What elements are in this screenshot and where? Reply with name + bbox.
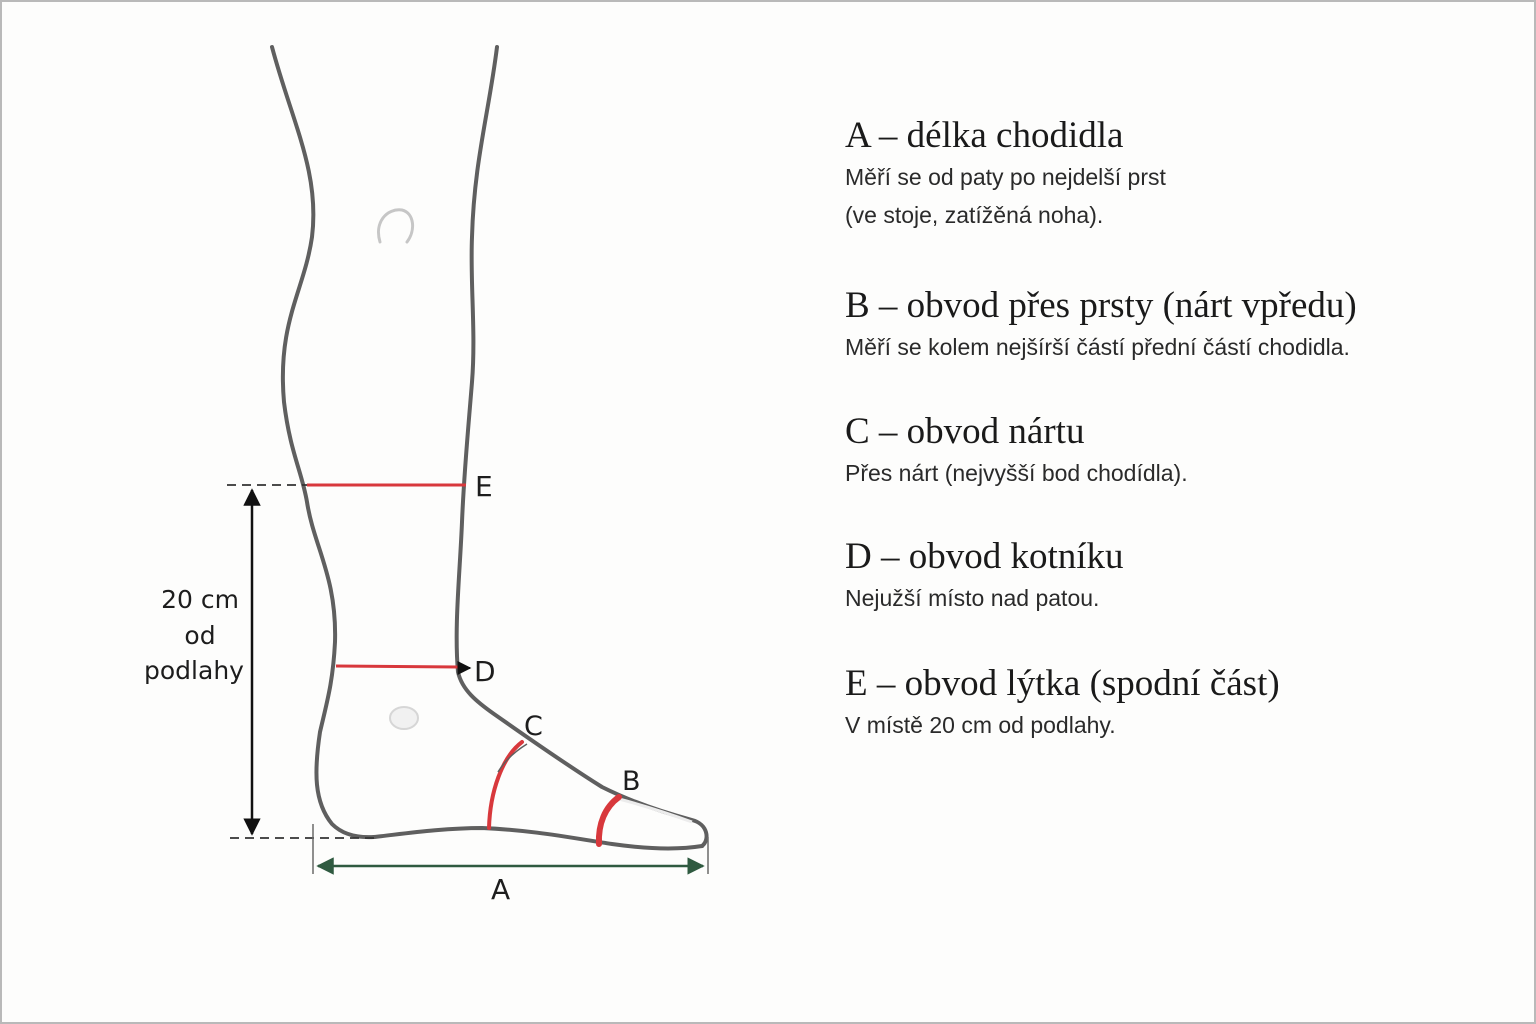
label-c: C	[524, 711, 543, 742]
measure-line-b	[595, 794, 622, 847]
height-note-line2: od	[184, 621, 215, 650]
legend-desc-d: Nejužší místo nad patou.	[845, 579, 1505, 617]
height-note-line1: 20 cm	[161, 585, 239, 614]
legend-item-c: C – obvod nártu Přes nárt (nejvyšší bod …	[845, 410, 1505, 492]
legend-item-b: B – obvod přes prsty (nárt vpředu) Měří …	[845, 284, 1505, 366]
legend-desc-e-line1: V místě 20 cm od podlahy.	[845, 712, 1116, 738]
knee-detail	[377, 208, 415, 244]
label-d: D	[474, 655, 496, 688]
label-a: A	[491, 873, 510, 906]
legend-title-c: C – obvod nártu	[845, 411, 1085, 452]
legend-desc-d-line1: Nejužší místo nad patou.	[845, 585, 1100, 611]
label-b: B	[622, 766, 641, 797]
leg-front-outline	[454, 45, 709, 848]
legend-title-e: E – obvod lýtka (spodní část)	[845, 663, 1280, 704]
legend-desc-b-line1: Měří se kolem nejšírší částí přední část…	[845, 334, 1350, 360]
legend-desc-a-line2: (ve stoje, zatížěná noha).	[845, 202, 1104, 228]
legend-item-a: A – délka chodidla Měří se od paty po ne…	[845, 114, 1505, 234]
c-pointer-line	[497, 743, 528, 773]
measure-line-c	[487, 740, 524, 830]
legend-desc-a: Měří se od paty po nejdelší prst (ve sto…	[845, 158, 1505, 234]
legend-item-d: D – obvod kotníku Nejužší místo nad pato…	[845, 535, 1505, 617]
legend-desc-c-line1: Přes nárt (nejvyšší bod chodídla).	[845, 460, 1188, 486]
legend-title-d: D – obvod kotníku	[845, 536, 1124, 577]
legend-title-a: A – délka chodidla	[845, 115, 1124, 156]
height-note-line3: podlahy	[144, 656, 244, 685]
legend-item-e: E – obvod lýtka (spodní část) V místě 20…	[845, 662, 1505, 744]
ankle-bone	[389, 706, 419, 730]
legend-desc-a-line1: Měří se od paty po nejdelší prst	[845, 164, 1166, 190]
legend-desc-e: V místě 20 cm od podlahy.	[845, 706, 1505, 744]
legend-title-b: B – obvod přes prsty (nárt vpředu)	[845, 285, 1357, 326]
label-e: E	[475, 470, 493, 503]
sole-outline	[372, 825, 704, 851]
leg-back-outline	[270, 45, 376, 840]
measure-line-d	[335, 664, 459, 669]
legend-desc-b: Měří se kolem nejšírší částí přední část…	[845, 328, 1505, 366]
legend-desc-c: Přes nárt (nejvyšší bod chodídla).	[845, 454, 1505, 492]
toe-detail	[618, 797, 693, 824]
